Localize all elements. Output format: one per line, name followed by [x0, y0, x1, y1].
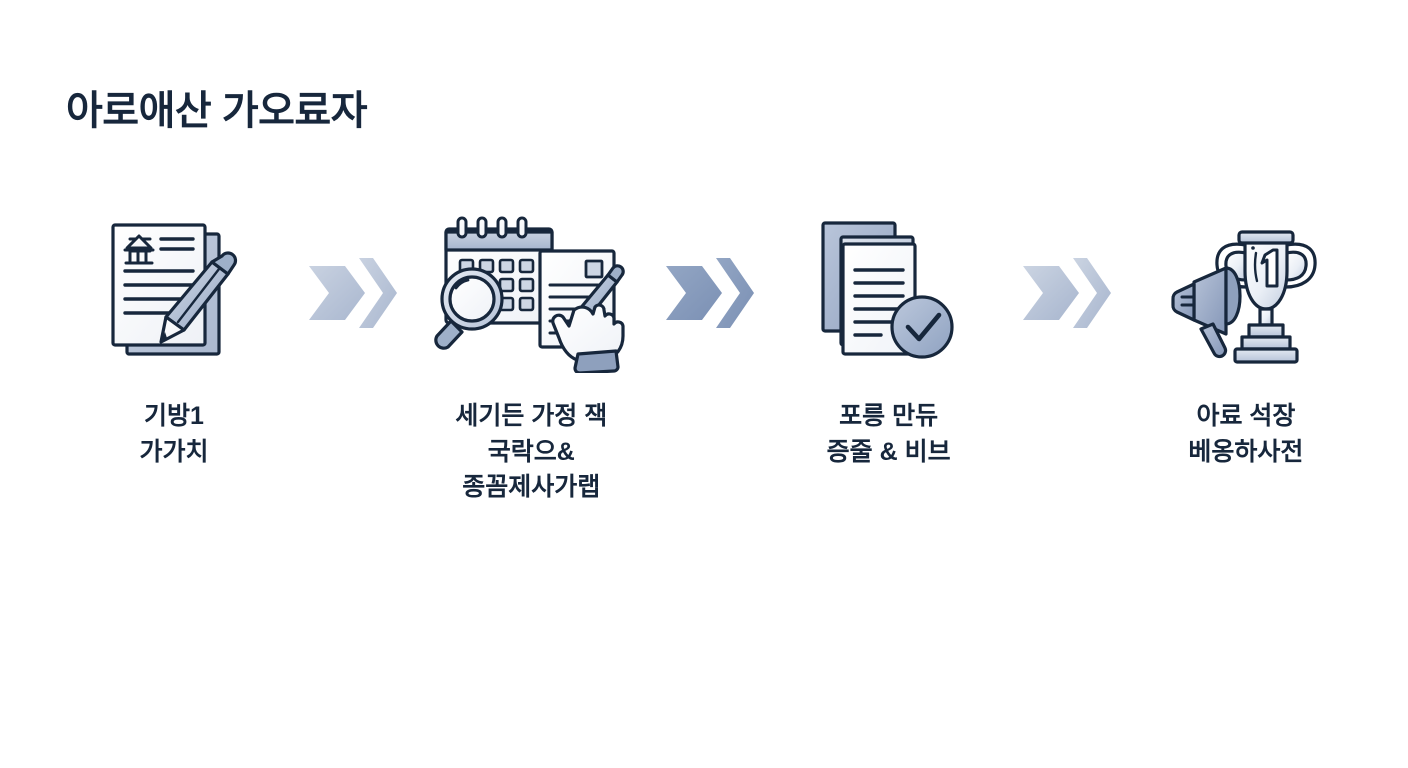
flow-step-4-label: 아료 석장 베옹하사전 — [1188, 402, 1304, 466]
double-chevron-right-icon — [305, 210, 401, 375]
double-chevron-right-icon — [662, 210, 758, 375]
flow-step-2-label: 세기든 가정 잭 국락으& 종꼼제사가랩 — [455, 402, 608, 501]
page-title: 아로애산 가오료자 — [66, 89, 368, 133]
flow-step-1: 기방1 가가치 — [60, 210, 288, 470]
flow-step-3-label: 포릉 만듀 증줄 & 비브 — [826, 402, 951, 466]
calendar-search-signing-icon — [417, 210, 645, 375]
megaphone-trophy-icon — [1132, 210, 1360, 375]
document-with-pen-icon — [60, 210, 288, 375]
double-chevron-right-icon — [1019, 210, 1115, 375]
process-flow-diagram: 기방1 가가치 — [60, 210, 1360, 540]
document-stack-check-icon — [775, 210, 1003, 375]
flow-step-4: 아료 석장 베옹하사전 — [1132, 210, 1360, 470]
flow-step-3: 포릉 만듀 증줄 & 비브 — [775, 210, 1003, 470]
flow-step-1-label: 기방1 가가치 — [139, 402, 209, 466]
flow-step-2: 세기든 가정 잭 국락으& 종꼼제사가랩 — [417, 210, 645, 506]
